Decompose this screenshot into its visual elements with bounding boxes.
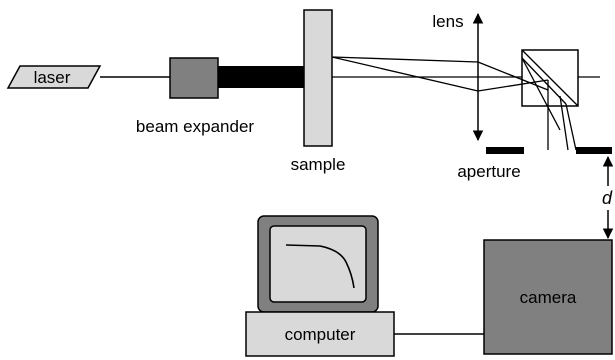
ray-after-lens-2 [477, 79, 549, 92]
aperture-bar-right [576, 147, 612, 154]
distance-indicator: d [598, 155, 615, 240]
ray-into-cube-2 [521, 57, 561, 131]
computer: computer [245, 311, 395, 357]
sample: sample [291, 9, 346, 174]
distance-label-bg [598, 186, 615, 210]
beam-expander: beam expander [136, 57, 254, 136]
distance-label: d [602, 188, 613, 208]
aperture: aperture [457, 147, 612, 181]
ray-down-2 [559, 95, 569, 151]
lens-label: lens [432, 12, 463, 31]
camera: camera [483, 239, 613, 355]
expanded-beam [218, 66, 304, 88]
laser-label: laser [34, 68, 71, 87]
beam-expander-body [169, 57, 219, 99]
camera-label: camera [520, 288, 577, 307]
beam-paths [331, 56, 600, 151]
sample-label: sample [291, 155, 346, 174]
ray-down-3 [565, 103, 577, 151]
computer-base [245, 311, 395, 357]
laser: laser [6, 65, 102, 89]
aperture-label: aperture [457, 162, 520, 181]
lens: lens [432, 12, 484, 142]
beam-splitter-box [521, 49, 579, 107]
beam-expander-label: beam expander [136, 117, 254, 136]
camera-body [483, 239, 613, 355]
monitor-screen [269, 225, 367, 303]
ray-upper [331, 56, 479, 63]
ray-into-cube-1 [521, 57, 567, 105]
computer-monitor [257, 215, 379, 313]
laser-body [6, 65, 102, 89]
screen-curve [285, 244, 355, 289]
computer-label: computer [285, 325, 356, 344]
aperture-bar-left [486, 147, 524, 154]
beam-splitter-cube [521, 49, 579, 107]
beam-splitter-diagonal [521, 49, 579, 107]
sample-plate [303, 9, 333, 147]
ray-lower [331, 56, 479, 92]
